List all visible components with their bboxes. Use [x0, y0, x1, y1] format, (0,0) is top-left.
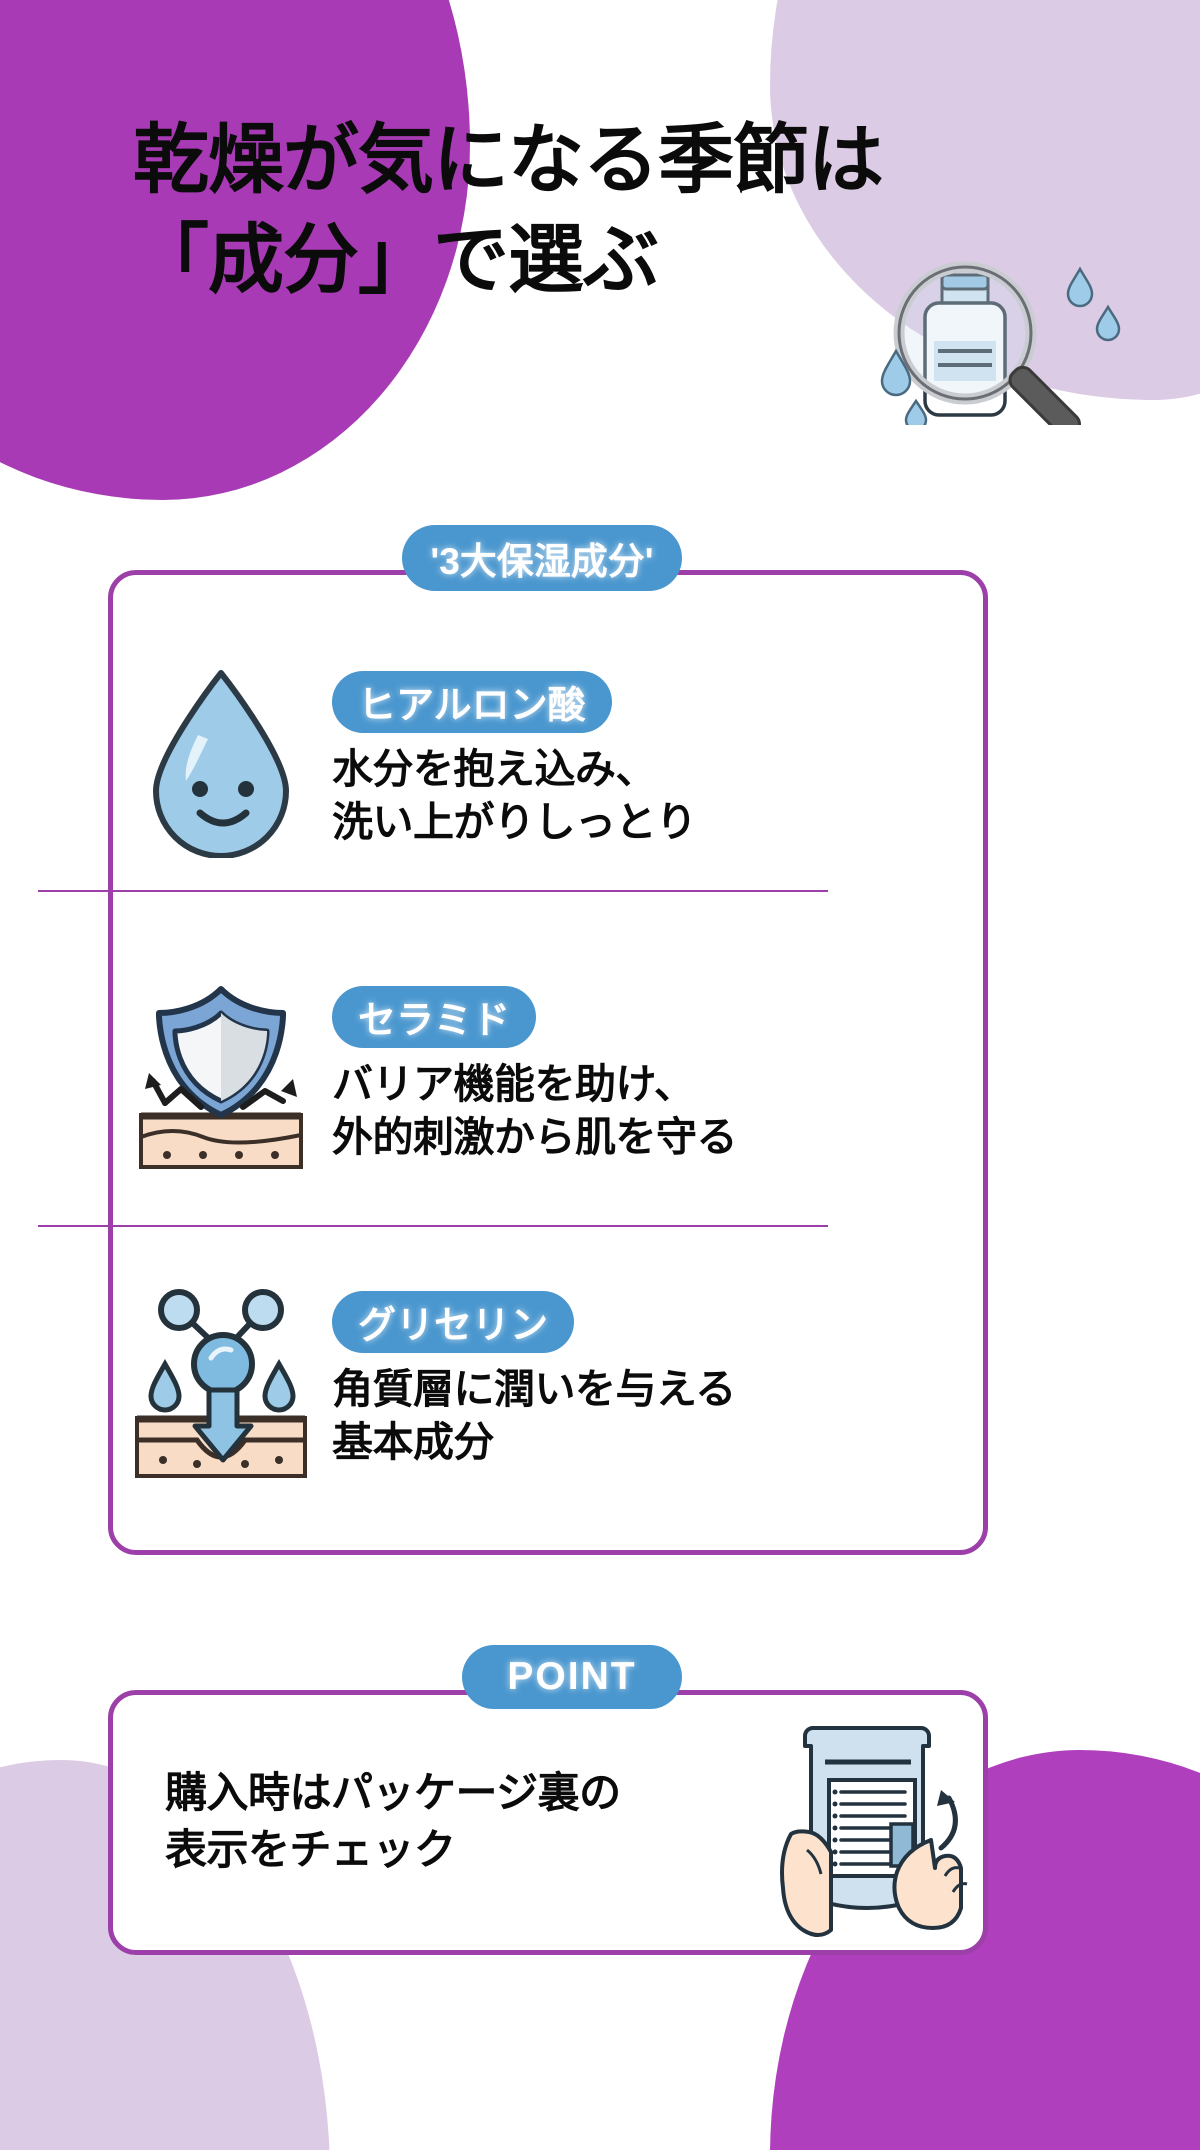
point-badge: POINT [462, 1645, 682, 1709]
ingredient-badge: セラミド [332, 985, 537, 1048]
ingredient-row: ヒアルロン酸 水分を抱え込み、 洗い上がりしっとり [113, 610, 983, 910]
ingredient-badge: ヒアルロン酸 [332, 670, 612, 733]
row-divider [38, 890, 828, 892]
ingredient-description: 角質層に潤いを与える 基本成分 [332, 1365, 736, 1465]
shield-skin-barrier-icon [113, 960, 328, 1190]
title-line-1: 乾燥が気になる季節は [133, 118, 884, 203]
ingredient-description: バリア機能を助け、 外的刺激から肌を守る [332, 1060, 738, 1160]
point-text: 購入時はパッケージ裏の 表示をチェック [165, 1769, 621, 1873]
ingredient-row: セラミド バリア機能を助け、 外的刺激から肌を守る [113, 925, 983, 1225]
ingredient-badge: グリセリン [332, 1290, 575, 1353]
row-divider [38, 1225, 828, 1227]
ingredient-description: 水分を抱え込み、 洗い上がりしっとり [332, 745, 697, 845]
title-line-2: 「成分」で選ぶ [133, 218, 659, 303]
section-badge: '3大保湿成分' [402, 525, 682, 591]
ingredient-row: グリセリン 角質層に潤いを与える 基本成分 [113, 1230, 983, 1530]
smiling-water-drop-icon [113, 645, 328, 875]
ingredients-list: ヒアルロン酸 水分を抱え込み、 洗い上がりしっとり [113, 575, 983, 1550]
hands-holding-package-icon [755, 1700, 995, 1950]
point-body: 購入時はパッケージ裏の 表示をチェック [165, 1765, 725, 1878]
magnifying-glass-bottle-icon [880, 255, 1180, 439]
glycerin-molecule-skin-icon [113, 1265, 328, 1495]
